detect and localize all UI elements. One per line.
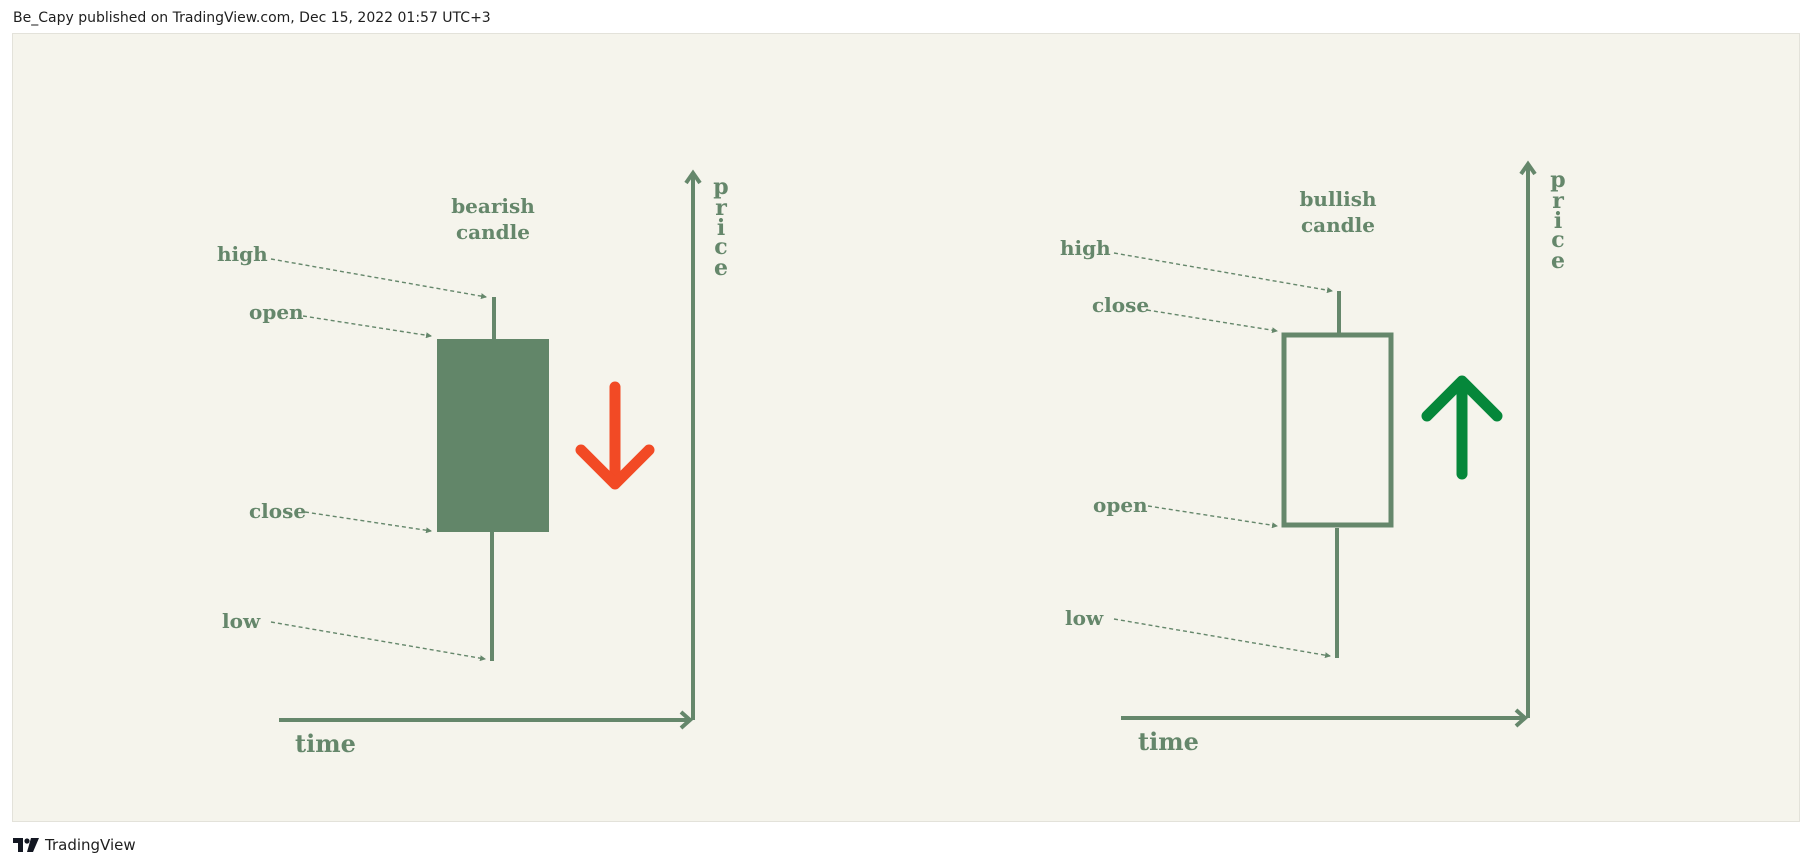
bearish-title-line1: bearish — [451, 194, 535, 218]
bullish-open-label: open — [1093, 493, 1148, 517]
bullish-low-label: low — [1065, 606, 1104, 630]
chart-panel: time p r i c e bearish candle high open … — [12, 33, 1800, 822]
bullish-axes — [1121, 160, 1537, 728]
bearish-axes — [279, 169, 702, 730]
bullish-title-line2: candle — [1301, 213, 1375, 237]
bearish-title-line2: candle — [456, 220, 530, 244]
bearish-open-label: open — [249, 300, 304, 324]
bullish-close-pointer — [1146, 309, 1278, 334]
candlestick-diagram: time p r i c e bearish candle high open … — [217, 160, 1566, 758]
tradingview-logo-icon — [13, 838, 39, 852]
bearish-open-pointer — [302, 315, 432, 339]
bearish-price-label: p r i c e — [713, 174, 728, 281]
bearish-low-pointer — [270, 621, 486, 662]
bullish-time-axis-arrowhead — [1514, 708, 1529, 728]
bullish-high-label: high — [1060, 236, 1111, 260]
bullish-time-label: time — [1138, 727, 1199, 756]
bearish-price-letter: i — [717, 215, 725, 241]
bullish-high-pointer — [1113, 252, 1333, 294]
bearish-close-pointer — [304, 511, 432, 534]
publication-attribution: Be_Capy published on TradingView.com, De… — [13, 10, 491, 26]
bullish-price-axis-arrowhead — [1519, 160, 1537, 176]
bearish-time-label: time — [295, 729, 356, 758]
bullish-price-letter: e — [1551, 248, 1565, 274]
tradingview-brand-text: TradingView — [45, 836, 136, 854]
arrow-up-icon — [1421, 375, 1503, 480]
bearish-price-letter: r — [715, 195, 727, 221]
bullish-price-letter: i — [1554, 208, 1562, 234]
bearish-time-axis-arrowhead — [679, 710, 694, 730]
bearish-price-axis-arrowhead — [684, 169, 702, 185]
bullish-diagram: time p r i c e bullish candle high close… — [1060, 160, 1566, 756]
bullish-candle — [1281, 291, 1394, 658]
bullish-price-letter: p — [1550, 167, 1565, 193]
bearish-price-letter: p — [713, 174, 728, 200]
bullish-price-letter: c — [1551, 227, 1564, 253]
bullish-open-pointer — [1147, 505, 1278, 529]
bearish-low-label: low — [222, 609, 261, 633]
bearish-price-letter: c — [714, 234, 727, 260]
bearish-candle — [437, 297, 549, 661]
bearish-close-label: close — [249, 499, 306, 523]
bullish-title-line1: bullish — [1299, 187, 1377, 211]
bullish-price-label: p r i c e — [1550, 167, 1565, 274]
bearish-price-letter: e — [714, 255, 728, 281]
bearish-diagram: time p r i c e bearish candle high open … — [217, 169, 729, 758]
bullish-close-label: close — [1092, 293, 1149, 317]
tradingview-footer: TradingView — [13, 834, 136, 856]
bearish-high-label: high — [217, 242, 268, 266]
bullish-low-pointer — [1113, 618, 1331, 659]
bullish-price-letter: r — [1552, 188, 1564, 214]
bearish-high-pointer — [270, 258, 487, 300]
bearish-candle-body — [437, 339, 549, 532]
arrow-down-icon — [575, 381, 655, 490]
bullish-candle-body — [1281, 332, 1394, 528]
